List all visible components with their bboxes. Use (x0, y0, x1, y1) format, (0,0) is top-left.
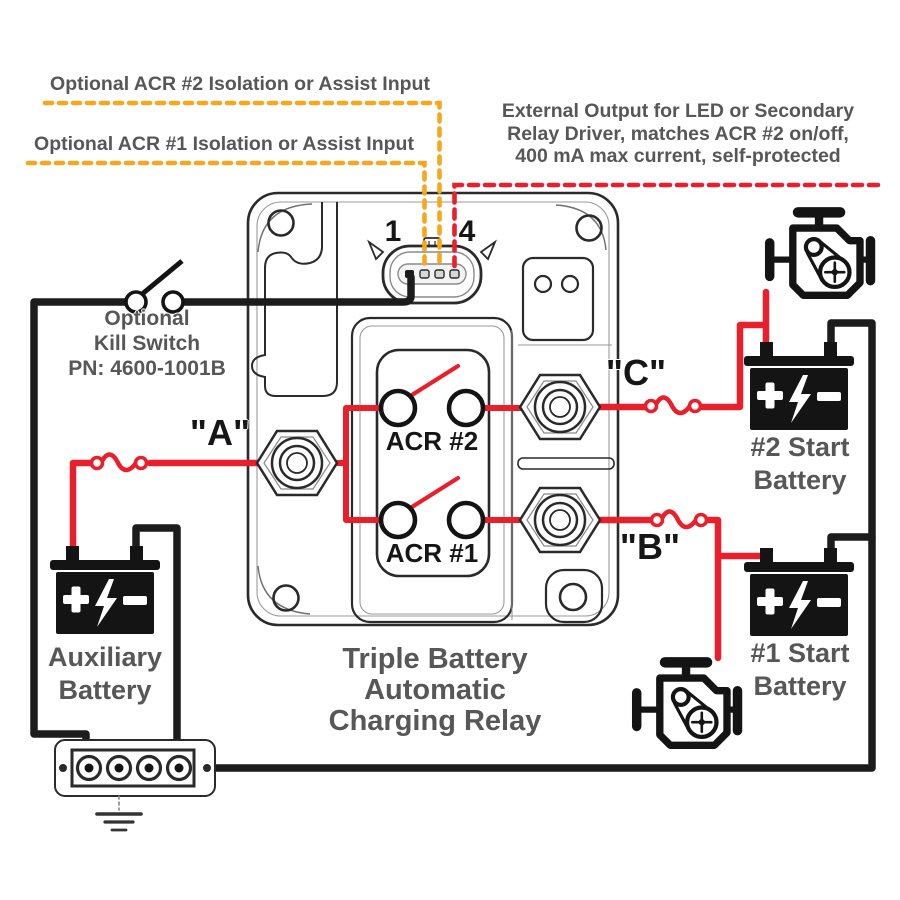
kill-switch-line1: Optional (104, 307, 190, 330)
engine-icon-2 (770, 212, 871, 295)
fuse-icon-a (89, 452, 149, 473)
acr1-label: ACR #1 (385, 538, 479, 568)
start1-label-line2: Battery (753, 671, 847, 701)
annotation-acr1-input: Optional ACR #1 Isolation or Assist Inpu… (34, 133, 414, 155)
external-output-line2: Relay Driver, matches ACR #2 on/off, (507, 122, 849, 145)
fuse-icons (89, 395, 709, 530)
positive-wiring (69, 288, 770, 662)
kill-switch-line2: Kill Switch (93, 332, 201, 355)
connector-pin4-label: 4 (458, 215, 476, 248)
start1-label-line1: #1 Start (750, 638, 850, 668)
external-output-line3: 400 mA max current, self-protected (515, 145, 841, 167)
terminal-c-label: "C" (605, 352, 667, 393)
terminal-a-label: "A" (189, 412, 251, 453)
device-title-line1: Triple Battery (342, 643, 528, 675)
kill-switch-icon (124, 259, 185, 314)
fuse-icon-c (643, 395, 703, 416)
dashed-signal-lines (25, 100, 881, 269)
accessory-box (521, 256, 595, 342)
annotation-external-output: External Output for LED or Secondary Rel… (468, 100, 888, 168)
device-title-line2: Automatic (364, 674, 506, 706)
terminal-b-label: "B" (619, 526, 681, 567)
start2-battery-label: #2 Start Battery (725, 431, 875, 497)
aux-label-line1: Auxiliary (47, 642, 163, 672)
fuse-icon-b (649, 509, 709, 530)
auxiliary-battery-label: Auxiliary Battery (30, 641, 180, 707)
relay-contacts (378, 388, 486, 540)
battery-icon-start2 (744, 342, 854, 430)
device-title-line3: Charging Relay (328, 705, 542, 737)
battery-icon-auxiliary (50, 546, 160, 634)
annotation-acr2-input: Optional ACR #2 Isolation or Assist Inpu… (50, 73, 430, 95)
battery-icon-start1 (744, 548, 854, 636)
annotation-kill-switch: Optional Kill Switch PN: 4600-1001B (52, 306, 242, 381)
start1-battery-label: #1 Start Battery (725, 637, 875, 703)
ground-bus-bar (54, 739, 216, 797)
device-title: Triple Battery Automatic Charging Relay (280, 644, 590, 737)
kill-switch-line3: PN: 4600-1001B (68, 357, 226, 380)
start2-label-line2: Battery (753, 465, 847, 495)
engine-icon-1 (637, 662, 738, 745)
ground-icon (95, 795, 143, 832)
start2-label-line1: #2 Start (750, 432, 850, 462)
acr2-label: ACR #2 (385, 426, 479, 456)
switch-plate (375, 348, 491, 578)
connector-pin1-label: 1 (384, 215, 402, 248)
device-moulding (250, 202, 338, 397)
external-output-line1: External Output for LED or Secondary (501, 100, 855, 122)
aux-label-line2: Battery (58, 675, 152, 705)
